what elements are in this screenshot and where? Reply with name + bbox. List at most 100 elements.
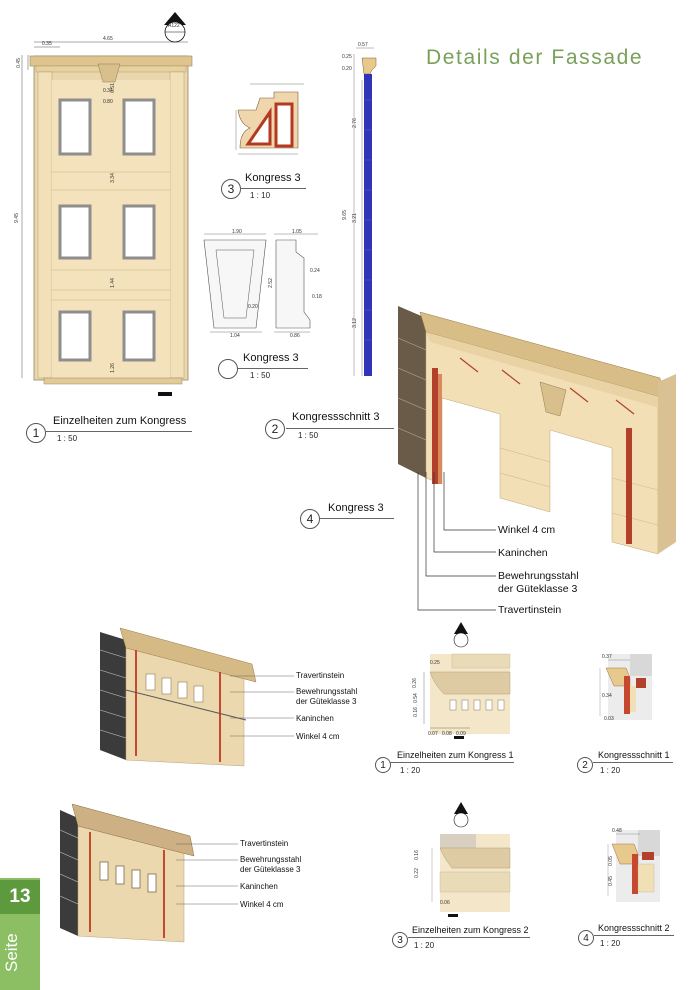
dim-ks-r2: 0.18 <box>312 294 322 300</box>
label-large-stahl-2: der Güteklasse 3 <box>498 583 578 595</box>
label-iso-a-stahl: Bewehrungsstahl <box>296 687 358 696</box>
detail-3-drawing <box>431 802 511 917</box>
dim-elev-width: 4.65 <box>103 36 113 42</box>
label-large-travertin: Travertinstein <box>498 604 562 616</box>
detail-3-rule <box>408 937 530 938</box>
dim-d3-b: 0.22 <box>413 868 420 878</box>
page-word: Seite <box>2 933 21 973</box>
detail-2-rule <box>593 762 673 763</box>
keystone-drawing <box>203 233 318 333</box>
detail-4-title: Kongressschnitt 2 <box>598 923 670 933</box>
detail-3-number: 3 <box>392 932 408 948</box>
isometric-cornice-drawing <box>397 306 676 555</box>
page-badge: 13 Seite <box>0 878 40 990</box>
caption-3a-scale: 1 : 10 <box>250 191 271 200</box>
label-iso-b-stahl: Bewehrungsstahl <box>240 855 302 864</box>
caption-2-rule <box>286 428 394 429</box>
dim-ks-bot1: 1.04 <box>230 333 240 339</box>
dim-ks-r1: 0.24 <box>310 268 320 274</box>
detail-1-title: Einzelheiten zum Kongress 1 <box>397 750 514 760</box>
page-title: Details der Fassade <box>426 46 644 69</box>
label-iso-b-winkel: Winkel 4 cm <box>240 900 284 909</box>
caption-2-title: Kongressschnitt 3 <box>292 411 380 423</box>
label-iso-a-kaninchen: Kaninchen <box>296 714 334 723</box>
dim-d4-a: 0.48 <box>612 828 622 834</box>
dim-d2-a: 0.37 <box>602 654 612 660</box>
dim-elev-left: 0.35 <box>42 41 52 47</box>
dim-ks-bot2: 0.86 <box>290 333 300 339</box>
caption-3b-rule <box>238 368 308 369</box>
dim-sec-d: 3.21 <box>351 213 358 223</box>
dim-elev-win: 0.80 <box>103 99 113 105</box>
dim-ks-top1: 1.90 <box>232 229 242 235</box>
detail-4-number: 4 <box>578 930 594 946</box>
label-iso-b-stahl-2: der Güteklasse 3 <box>240 865 301 874</box>
label-iso-a-stahl-2: der Güteklasse 3 <box>296 697 357 706</box>
dim-ks-h: 2.52 <box>267 278 274 288</box>
detail-3-title: Einzelheiten zum Kongress 2 <box>412 925 529 935</box>
dim-elev-base: 1.26 <box>109 363 116 373</box>
caption-3a-title: Kongress 3 <box>245 172 301 184</box>
label-iso-b-travertin: Travertinstein <box>240 839 289 848</box>
caption-3a-number: 3 <box>221 179 241 199</box>
detail-4-drawing <box>607 830 660 902</box>
label-iso-a-winkel: Winkel 4 cm <box>296 732 340 741</box>
isometric-small-b-drawing <box>59 803 195 943</box>
section-tall-drawing <box>353 47 377 376</box>
dim-elev-top: 0.45 <box>15 58 22 68</box>
caption-3b-scale: 1 : 50 <box>250 371 271 380</box>
dim-d3-c: 0.06 <box>440 900 450 906</box>
caption-3a-rule <box>240 188 306 189</box>
dim-elev-keystone: 0.34 <box>103 88 113 94</box>
detail-2-number: 2 <box>577 757 593 773</box>
dim-d1-f: 0.09 <box>456 731 466 737</box>
label-large-winkel: Winkel 4 cm <box>498 524 556 536</box>
dim-sec-total: 9.65 <box>341 210 348 220</box>
dim-d1-c: 0.16 . 0.54 <box>412 693 419 717</box>
dim-d3-a: 0.16 <box>413 850 420 860</box>
detail-1-rule <box>390 762 514 763</box>
caption-3b-title: Kongress 3 <box>243 352 299 364</box>
caption-4-rule <box>320 518 394 519</box>
dim-ks-w: 0.20 <box>248 304 258 310</box>
label-iso-b-kaninchen: Kaninchen <box>240 882 278 891</box>
detail-1-scale: 1 : 20 <box>400 766 421 775</box>
caption-4-number: 4 <box>300 509 320 529</box>
detail-2-drawing <box>599 654 652 720</box>
caption-1-rule <box>46 431 192 432</box>
detail-4-rule <box>594 935 674 936</box>
leader-lines-large <box>417 472 496 611</box>
dim-elev-mid: 3.34 <box>109 173 116 183</box>
dim-elev-height: 9.45 <box>13 213 20 223</box>
dim-d1-b: 0.26 <box>411 678 418 688</box>
detail-1-drawing <box>423 622 511 739</box>
detail-4-scale: 1 : 20 <box>600 939 621 948</box>
dim-d4-b: 0.05 <box>607 856 614 866</box>
page-number: 13 <box>0 880 40 914</box>
dim-d1-e: 0.08 <box>442 731 452 737</box>
leader-lines-iso-b <box>176 843 238 905</box>
dim-d2-c: 0.03 <box>604 716 614 722</box>
caption-2-number: 2 <box>265 419 285 439</box>
dim-d4-c: 0.45 <box>607 876 614 886</box>
caption-1-scale: 1 : 50 <box>57 434 78 443</box>
dim-sec-e: 3.12 <box>351 318 358 328</box>
detail-2-scale: 1 : 20 <box>600 766 621 775</box>
isometric-small-a-drawing <box>99 627 257 767</box>
kongress-3-detail-drawing <box>235 83 304 155</box>
dim-sec-top: 0.57 <box>358 42 368 48</box>
dim-elev-low: 1.44 <box>109 278 116 288</box>
dim-ks-top2: 1.05 <box>292 229 302 235</box>
detail-1-number: 1 <box>375 757 391 773</box>
dim-sec-c: 2.76 <box>351 118 358 128</box>
dim-sec-a: 0.25 <box>342 54 352 60</box>
dim-d1-d: 0.07 <box>428 731 438 737</box>
dim-elev-side: 0.51 <box>109 83 116 93</box>
dim-d1-a: 0.25 <box>430 660 440 666</box>
section-marker-label: A122 <box>168 23 180 29</box>
label-large-kaninchen: Kaninchen <box>498 547 548 559</box>
leader-lines-iso-a <box>230 675 294 737</box>
section-marker-icon <box>164 12 186 43</box>
caption-1-title: Einzelheiten zum Kongress <box>53 415 187 427</box>
